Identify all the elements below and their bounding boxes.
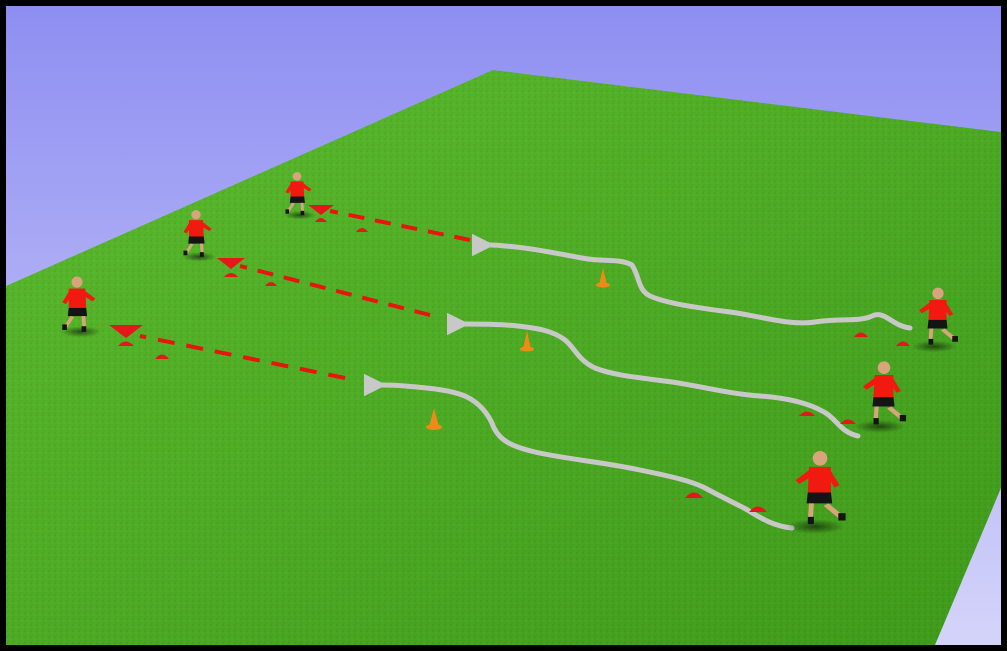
pitch-texture — [6, 70, 1001, 645]
disc-marker-icon — [799, 411, 815, 416]
player — [60, 276, 101, 338]
cone-icon — [429, 408, 439, 427]
disc-marker-icon — [685, 492, 703, 498]
flag-marker — [308, 205, 334, 222]
dribble-path — [471, 233, 913, 331]
player-icon — [863, 361, 907, 425]
flag-marker — [109, 325, 143, 346]
cone — [426, 408, 442, 430]
lane-3 — [109, 325, 795, 531]
disc-marker-icon — [265, 282, 277, 286]
disc-marker — [155, 354, 169, 359]
disc-marker-icon — [749, 506, 767, 512]
player-icon — [183, 210, 212, 257]
lane-2 — [217, 258, 861, 439]
disc-marker — [854, 332, 868, 337]
cone — [520, 331, 534, 352]
flag-marker-icon — [308, 205, 334, 215]
player — [284, 171, 316, 220]
disc-marker-icon — [854, 332, 868, 337]
lanes — [109, 205, 913, 531]
lane-1 — [308, 205, 913, 346]
cone-icon — [599, 268, 607, 285]
disc-marker-icon — [840, 419, 856, 424]
cone-icon — [523, 331, 531, 349]
flag-marker-icon — [109, 325, 143, 338]
player — [181, 210, 217, 262]
player — [854, 361, 907, 433]
disc-marker-icon — [356, 228, 368, 232]
players — [60, 171, 958, 534]
disc-marker — [356, 228, 368, 232]
flag-marker — [217, 258, 245, 277]
disc-marker — [840, 419, 856, 424]
pass-line — [139, 334, 346, 380]
pitch — [6, 70, 1001, 645]
disc-marker — [265, 282, 277, 286]
pass-line — [239, 264, 431, 317]
disc-marker — [799, 411, 815, 416]
disc-marker-icon — [896, 341, 910, 346]
player — [911, 287, 958, 353]
pass-line — [329, 209, 471, 242]
flag-marker-icon — [217, 258, 245, 269]
cone — [596, 268, 610, 288]
dribble-path — [363, 373, 795, 531]
disc-marker — [685, 492, 703, 498]
player-icon — [62, 276, 96, 332]
player — [785, 450, 846, 534]
player-icon — [919, 287, 958, 345]
disc-marker — [896, 341, 910, 346]
player-icon — [795, 450, 846, 525]
dribble-path — [446, 312, 861, 439]
player-icon — [285, 171, 312, 216]
disc-marker — [749, 506, 767, 512]
disc-marker-icon — [155, 354, 169, 359]
